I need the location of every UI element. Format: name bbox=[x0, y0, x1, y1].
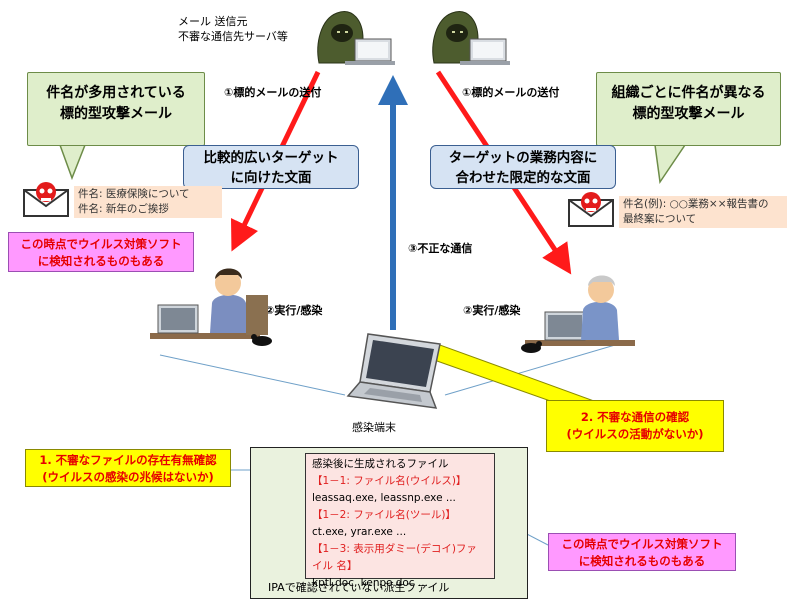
step-exec-left: ②実行/感染 bbox=[265, 304, 323, 317]
warning-bottom-line2: に検知されるものもある bbox=[578, 554, 706, 568]
malicious-mail-icon bbox=[23, 182, 69, 217]
check2-box: 2. 不審な通信の確認 (ウイルスの活動がないか) bbox=[546, 400, 724, 452]
check2-line1: 2. 不審な通信の確認 bbox=[580, 410, 690, 424]
target-box-left-line1: 比較的広いターゲット bbox=[203, 150, 339, 166]
target-box-right-line1: ターゲットの業務内容に bbox=[448, 150, 598, 166]
hacker-icon bbox=[432, 11, 510, 65]
infected-terminal-label: 感染端末 bbox=[352, 421, 396, 434]
subject-left-1: 件名: 医療保険について bbox=[78, 188, 190, 200]
generated-files-list: 感染後に生成されるファイル 【1－1: ファイル名(ウイルス)】 leassaq… bbox=[305, 453, 495, 589]
subject-right-2: 最終案について bbox=[623, 213, 697, 225]
files-heading-decoy-line1: 【1－3: 表示用ダミー(デコイ)ファ bbox=[312, 543, 477, 555]
network-line-left bbox=[159, 354, 346, 396]
subject-left-2: 件名: 新年のご挨拶 bbox=[78, 203, 169, 215]
files-decoy-names: kptl.doc, kenpo.doc ... bbox=[312, 577, 428, 589]
callout-left: 件名が多用されている 標的型攻撃メール bbox=[27, 72, 205, 146]
target-box-left: 比較的広いターゲット に向けた文面 bbox=[183, 145, 359, 189]
step-exec-right: ②実行/感染 bbox=[463, 304, 521, 317]
sender-label-line2: 不審な通信先サーバ等 bbox=[178, 30, 288, 43]
warning-left-line2: に検知されるものもある bbox=[37, 254, 165, 268]
step-communication: ③不正な通信 bbox=[408, 242, 473, 255]
callout-tail-right bbox=[654, 144, 687, 185]
files-heading-virus: 【1－1: ファイル名(ウイルス)】 bbox=[312, 475, 467, 487]
callout-right-line2: 標的型攻撃メール bbox=[632, 106, 745, 122]
target-box-right-line2: 合わせた限定的な文面 bbox=[455, 170, 591, 186]
files-tool-names: ct.exe, yrar.exe ... bbox=[312, 526, 407, 538]
files-heading-decoy-line2: イル 名】 bbox=[312, 560, 358, 572]
hacker-icon bbox=[317, 11, 395, 65]
warning-bottom-line1: この時点でウイルス対策ソフト bbox=[561, 537, 723, 551]
subject-right-1: 件名(例): ○○業務××報告書の bbox=[623, 198, 769, 210]
callout-left-line2: 標的型攻撃メール bbox=[60, 106, 172, 122]
check2-line2: (ウイルスの活動がないか) bbox=[566, 427, 704, 441]
warning-box-left: この時点でウイルス対策ソフト に検知されるものもある bbox=[8, 232, 194, 272]
network-line-right bbox=[444, 344, 616, 396]
files-heading-tool: 【1－2: ファイル名(ツール)】 bbox=[312, 509, 456, 521]
sender-label-line1: メール 送信元 bbox=[178, 15, 248, 28]
callout-right: 組織ごとに件名が異なる 標的型攻撃メール bbox=[596, 72, 781, 146]
check1-line1: 1. 不審なファイルの存在有無確認 bbox=[39, 453, 217, 467]
callout-right-line1: 組織ごとに件名が異なる bbox=[611, 85, 766, 101]
files-virus-names: leassaq.exe, leassnp.exe ... bbox=[312, 492, 456, 504]
callout-left-line1: 件名が多用されている bbox=[46, 85, 186, 101]
malicious-mail-icon bbox=[568, 192, 614, 227]
check1-line2: (ウイルスの感染の兆候はないか) bbox=[42, 470, 214, 484]
target-box-left-line2: に向けた文面 bbox=[230, 170, 312, 186]
check1-box: 1. 不審なファイルの存在有無確認 (ウイルスの感染の兆候はないか) bbox=[25, 449, 231, 487]
step-send-left: ①標的メールの送付 bbox=[224, 86, 322, 99]
warning-left-line1: この時点でウイルス対策ソフト bbox=[20, 237, 182, 251]
infected-laptop-icon bbox=[346, 333, 441, 409]
files-title: 感染後に生成されるファイル bbox=[312, 458, 449, 470]
step-send-right: ①標的メールの送付 bbox=[462, 86, 560, 99]
employee-left-icon bbox=[150, 268, 272, 346]
subject-list-left: 件名: 医療保険について 件名: 新年のご挨拶 bbox=[74, 186, 222, 218]
warning-box-bottom: この時点でウイルス対策ソフト に検知されるものもある bbox=[548, 533, 736, 571]
subject-list-right: 件名(例): ○○業務××報告書の 最終案について bbox=[619, 196, 787, 228]
sender-label: メール 送信元 不審な通信先サーバ等 bbox=[178, 14, 288, 44]
target-box-right: ターゲットの業務内容に 合わせた限定的な文面 bbox=[430, 145, 616, 189]
employee-right-icon bbox=[521, 275, 635, 353]
files-footer: IPAで確認されていない派生ファイル bbox=[268, 581, 450, 594]
callout-tail-left bbox=[58, 144, 87, 181]
